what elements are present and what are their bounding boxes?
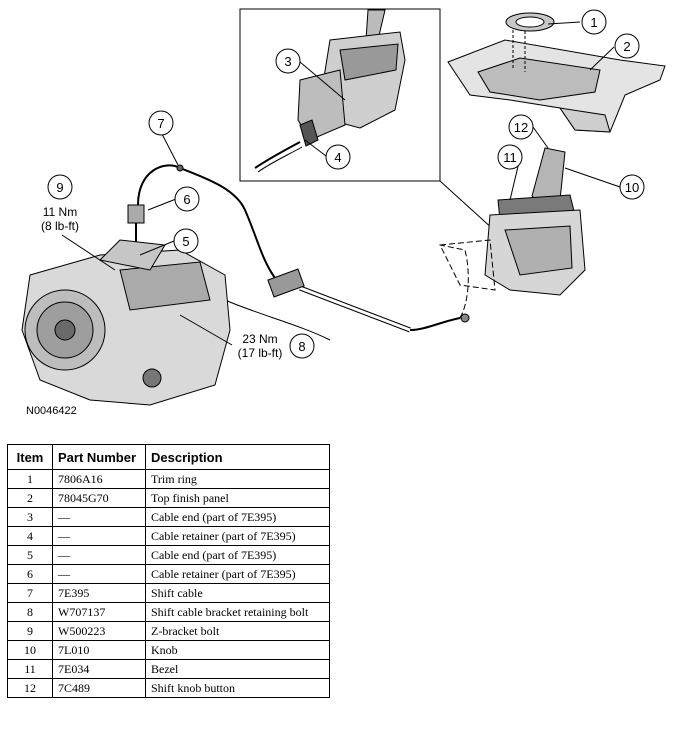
callout-5: 5 [173,228,199,254]
torque-9-lbft: (8 lb-ft) [41,219,79,233]
svg-text:2: 2 [623,39,630,54]
cell-part-number: W707137 [52,602,146,622]
cell-item: 1 [7,469,53,489]
cell-item: 6 [7,564,53,584]
svg-text:12: 12 [514,120,528,135]
svg-text:4: 4 [334,150,341,165]
torque-8-lbft: (17 lb-ft) [238,346,283,360]
table-row: 3 — Cable end (part of 7E395) [7,507,330,527]
table-row: 4 — Cable retainer (part of 7E395) [7,526,330,546]
parts-table: Item Part Number Description 1 7806A16 T… [7,444,330,698]
cell-part-number: — [52,545,146,565]
svg-text:1: 1 [590,15,597,30]
cell-description: Shift cable bracket retaining bolt [145,602,330,622]
svg-text:10: 10 [625,180,639,195]
cell-part-number: 7L010 [52,640,146,660]
torque-8-nm: 23 Nm [242,332,277,346]
shifter-assembly-drawing [439,147,586,296]
cell-description: Z-bracket bolt [145,621,330,641]
svg-text:9: 9 [56,180,63,195]
cell-item: 12 [7,678,53,698]
svg-text:5: 5 [182,234,189,249]
svg-text:8: 8 [298,339,305,354]
cell-item: 4 [7,526,53,546]
cell-description: Bezel [145,659,330,679]
cell-part-number: — [52,564,146,584]
cell-description: Cable retainer (part of 7E395) [145,564,330,584]
callout-4: 4 [325,144,351,170]
svg-text:11: 11 [503,150,517,165]
torque-9-nm: 11 Nm [43,205,77,219]
figure-code: N0046422 [26,405,77,417]
cell-description: Cable end (part of 7E395) [145,507,330,527]
cell-item: 8 [7,602,53,622]
header-item: Item [7,444,53,470]
table-row: 2 78045G70 Top finish panel [7,488,330,508]
cell-item: 11 [7,659,53,679]
header-description: Description [145,444,330,470]
svg-text:7: 7 [157,116,164,131]
callout-11: 11 [497,144,523,170]
callout-9: 9 [47,174,73,200]
callout-3: 3 [275,48,301,74]
cell-description: Cable retainer (part of 7E395) [145,526,330,546]
cell-part-number: 7C489 [52,678,146,698]
inset-shifter-drawing [254,9,406,173]
callout-7: 7 [148,110,174,136]
cell-description: Knob [145,640,330,660]
top-finish-panel-drawing [447,12,666,133]
inset-detail-box [239,8,441,182]
table-row: 7 7E395 Shift cable [7,583,330,603]
table-row: 12 7C489 Shift knob button [7,678,330,698]
table-row: 5 — Cable end (part of 7E395) [7,545,330,565]
cell-part-number: 7E034 [52,659,146,679]
cell-description: Shift cable [145,583,330,603]
table-row: 8 W707137 Shift cable bracket retaining … [7,602,330,622]
callout-10: 10 [619,174,645,200]
table-row: 1 7806A16 Trim ring [7,469,330,489]
shift-cable-drawing [127,164,470,341]
cell-description: Trim ring [145,469,330,489]
table-row: 11 7E034 Bezel [7,659,330,679]
leader-lines [61,21,621,346]
cell-item: 9 [7,621,53,641]
cell-part-number: — [52,507,146,527]
table-row: 10 7L010 Knob [7,640,330,660]
exploded-view-diagram: 1 2 3 4 5 6 7 8 9 10 11 12 [21,8,666,417]
header-part-number: Part Number [52,444,146,470]
callout-1: 1 [581,9,607,35]
cell-item: 10 [7,640,53,660]
cell-description: Cable end (part of 7E395) [145,545,330,565]
cell-item: 5 [7,545,53,565]
callout-12: 12 [508,114,534,140]
cell-part-number: — [52,526,146,546]
callout-2: 2 [614,33,640,59]
table-row: 9 W500223 Z-bracket bolt [7,621,330,641]
cell-part-number: 78045G70 [52,488,146,508]
cell-part-number: W500223 [52,621,146,641]
cell-description: Shift knob button [145,678,330,698]
svg-text:3: 3 [284,54,291,69]
cell-part-number: 7806A16 [52,469,146,489]
cell-item: 2 [7,488,53,508]
svg-text:6: 6 [183,192,190,207]
cell-part-number: 7E395 [52,583,146,603]
cell-item: 3 [7,507,53,527]
cell-item: 7 [7,583,53,603]
transmission-drawing [21,239,231,406]
table-row: 6 — Cable retainer (part of 7E395) [7,564,330,584]
callout-8: 8 [289,333,315,359]
parts-table-header: Item Part Number Description [7,444,330,470]
cell-description: Top finish panel [145,488,330,508]
callout-6: 6 [174,186,200,212]
